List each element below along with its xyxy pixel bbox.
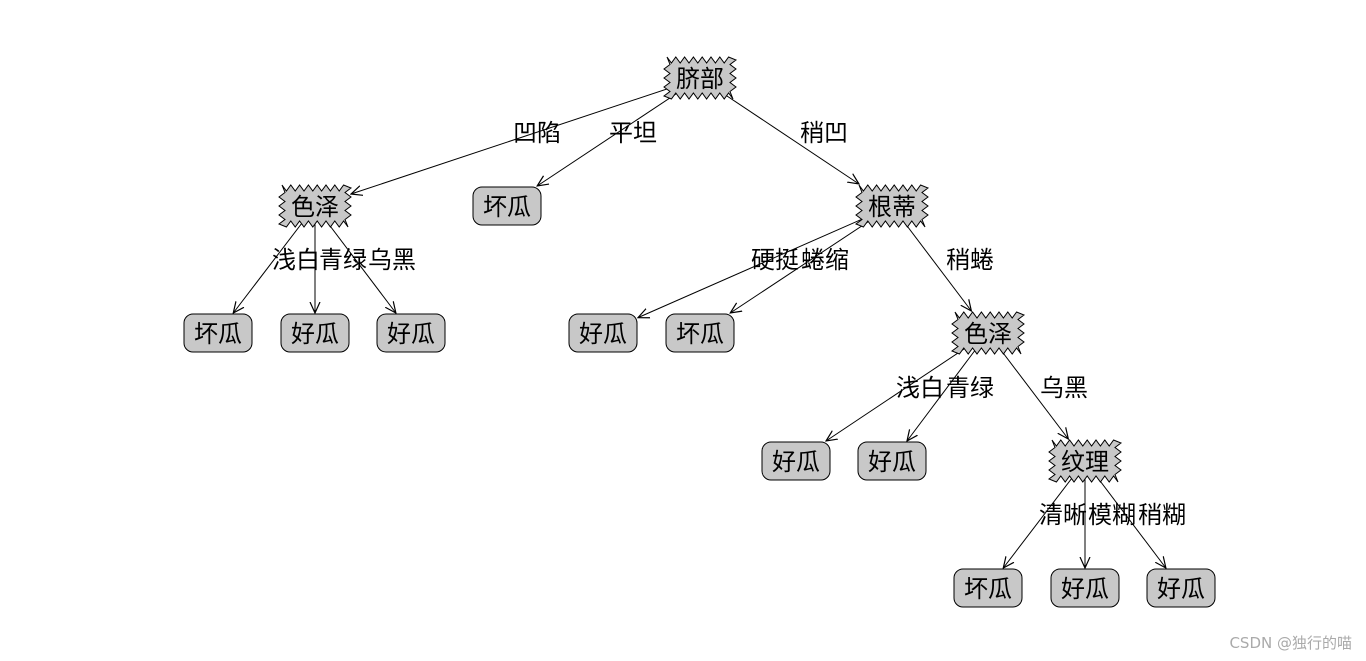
leaf-node: 好瓜 [280,313,350,353]
node-label: 好瓜 [579,320,627,348]
leaf-node: 好瓜 [1050,568,1120,608]
node-label: 好瓜 [291,320,339,348]
edge-label: 青绿 [946,374,994,402]
tree-edge-arrow [638,205,893,318]
edge-label: 蜷缩 [801,246,849,274]
leaf-node: 好瓜 [376,313,446,353]
edge-label: 乌黑 [368,246,416,274]
leaf-node-box [376,313,446,353]
leaf-node-box [953,568,1023,608]
decision-node-box [277,184,353,228]
leaf-node-box [280,313,350,353]
leaf-node-box [183,313,253,353]
node-label: 坏瓜 [194,320,242,348]
leaf-node-box [568,313,638,353]
leaf-node: 好瓜 [1146,568,1216,608]
leaf-node: 好瓜 [761,441,831,481]
leaf-node: 好瓜 [568,313,638,353]
decision-node-box [950,311,1026,355]
node-label: 色泽 [964,320,1012,348]
leaf-node-box [665,313,735,353]
watermark: CSDN @独行的喵 [1229,634,1352,652]
decision-node-box [854,184,930,228]
tree-edge-arrow [351,77,701,194]
node-label: 好瓜 [868,448,916,476]
node-label: 色泽 [291,193,339,221]
edge-label: 清晰 [1039,501,1087,529]
edge-label: 凹陷 [513,119,561,147]
edge-label: 浅白 [272,246,320,274]
edge-label: 乌黑 [1040,374,1088,402]
edge-label: 稍蜷 [946,246,994,274]
node-label: 坏瓜 [964,575,1012,603]
node-label: 坏瓜 [676,320,724,348]
edge-label: 稍糊 [1138,501,1186,529]
node-label: 根蒂 [868,193,916,221]
edge-label: 稍凹 [800,119,848,147]
nodes-layer: 脐部色泽坏瓜根蒂坏瓜好瓜好瓜好瓜坏瓜色泽好瓜好瓜纹理坏瓜好瓜好瓜 [183,56,1216,608]
decision-node: 色泽 [277,184,353,228]
leaf-node: 坏瓜 [472,186,542,226]
decision-node: 色泽 [950,311,1026,355]
node-label: 脐部 [676,65,724,93]
decision-node-box [662,56,738,100]
edge-label: 青绿 [319,246,367,274]
edge-label: 浅白 [896,374,944,402]
node-label: 纹理 [1061,448,1109,476]
leaf-node: 坏瓜 [953,568,1023,608]
node-label: 坏瓜 [483,193,531,221]
leaf-node-box [857,441,927,481]
decision-node: 脐部 [662,56,738,100]
leaf-node-box [1146,568,1216,608]
decision-node: 根蒂 [854,184,930,228]
decision-node: 纹理 [1047,439,1123,483]
decision-node-box [1047,439,1123,483]
node-label: 好瓜 [387,320,435,348]
edge-label: 模糊 [1088,501,1136,529]
edge-labels-layer: 凹陷平坦稍凹浅白青绿乌黑硬挺蜷缩稍蜷浅白青绿乌黑清晰模糊稍糊 [272,119,1186,529]
leaf-node-box [761,441,831,481]
leaf-node-box [1050,568,1120,608]
node-label: 好瓜 [1157,575,1205,603]
edge-label: 硬挺 [751,246,799,274]
leaf-node-box [472,186,542,226]
node-label: 好瓜 [1061,575,1109,603]
leaf-node: 坏瓜 [183,313,253,353]
node-label: 好瓜 [772,448,820,476]
leaf-node: 好瓜 [857,441,927,481]
edge-label: 平坦 [609,119,657,147]
leaf-node: 坏瓜 [665,313,735,353]
